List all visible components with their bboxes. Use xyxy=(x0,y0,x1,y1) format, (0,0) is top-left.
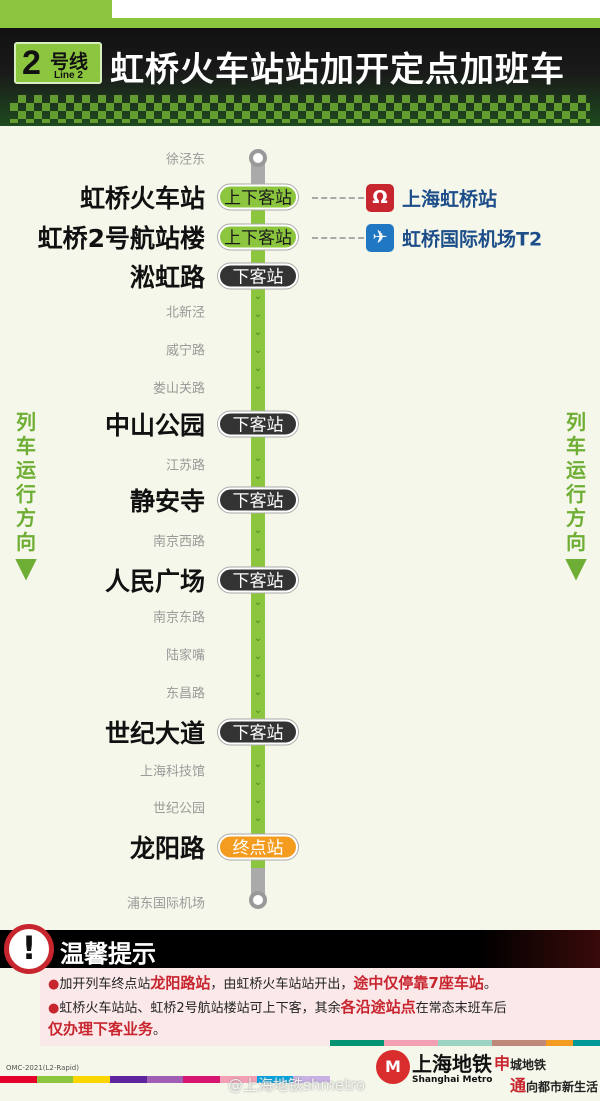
railway-icon: Ω xyxy=(366,184,394,212)
station-name: 上海科技馆 xyxy=(139,764,205,780)
chevron-down-icon: ⌄ xyxy=(253,795,263,806)
station-badge: 下客站 xyxy=(218,411,298,437)
station-badge: 上下客站 xyxy=(218,184,298,210)
direction-indicator-right: 列车运行方向 ▼ xyxy=(564,410,588,582)
chevron-down-icon: ⌄ xyxy=(253,633,263,644)
station-badge: 上下客站 xyxy=(218,224,298,250)
station-name: 徐泾东 xyxy=(165,152,205,168)
direction-char: 列 xyxy=(566,410,586,434)
shanghai-metro-logo-icon: M xyxy=(376,1050,410,1084)
chevron-down-icon: ⌄ xyxy=(253,345,263,356)
terminal-circle-bottom xyxy=(249,891,267,909)
slogan-line-2: 通向都市新生活 xyxy=(510,1076,599,1095)
chevron-down-icon: ⌄ xyxy=(253,669,263,680)
station-badge: 下客站 xyxy=(218,487,298,513)
terminal-circle-top xyxy=(249,149,267,167)
transfer-connector xyxy=(312,197,364,199)
transfer-label: 上海虹桥站 xyxy=(402,188,498,211)
chevron-down-icon: ⌄ xyxy=(253,327,263,338)
airplane-icon: ✈ xyxy=(366,224,394,252)
direction-char: 车 xyxy=(16,434,36,458)
direction-char: 方 xyxy=(566,506,586,530)
station-name: 北新泾 xyxy=(165,305,205,321)
station-name: 娄山关路 xyxy=(152,381,205,397)
top-tab-decoration xyxy=(0,0,112,22)
station-name: 淞虹路 xyxy=(129,263,205,292)
line-label-cn: 号线 xyxy=(50,51,89,73)
arrow-down-icon: ▼ xyxy=(15,551,37,584)
transfer-label: 虹桥国际机场T2 xyxy=(402,228,543,251)
slogan-line-1: 申城地铁 xyxy=(494,1054,547,1073)
station-badge: 终点站 xyxy=(218,834,298,860)
station-name: 江苏路 xyxy=(165,458,205,474)
station-name: 龙阳路 xyxy=(129,834,205,863)
station-name: 人民广场 xyxy=(104,567,205,596)
line-badge: 2 号线 Line 2 xyxy=(14,42,102,84)
chevron-down-icon: ⌄ xyxy=(253,597,263,608)
chevron-down-icon: ⌄ xyxy=(253,381,263,392)
arrow-down-icon: ▼ xyxy=(565,551,587,584)
chevron-down-icon: ⌄ xyxy=(253,525,263,536)
station-name: 静安寺 xyxy=(129,487,205,516)
station-name: 陆家嘴 xyxy=(165,648,205,664)
station-name: 东昌路 xyxy=(165,686,205,702)
transfer-connector xyxy=(312,237,364,239)
direction-char: 运 xyxy=(566,458,586,482)
chevron-down-icon: ⌄ xyxy=(253,705,263,716)
direction-char: 方 xyxy=(16,506,36,530)
station-name: 南京东路 xyxy=(152,610,205,626)
chevron-down-icon: ⌄ xyxy=(253,777,263,788)
rail-active xyxy=(251,197,265,870)
station-name: 虹桥火车站 xyxy=(79,184,205,213)
direction-char: 行 xyxy=(16,482,36,506)
station-name: 虹桥2号航站楼 xyxy=(37,224,205,253)
station-name: 浦东国际机场 xyxy=(126,896,205,912)
line-number: 2 xyxy=(22,44,41,82)
line-color-stripe xyxy=(0,1076,331,1083)
station-badge: 下客站 xyxy=(218,719,298,745)
watermark: @上海地铁shmetro xyxy=(228,1076,366,1094)
station-name: 南京西路 xyxy=(152,534,205,550)
direction-char: 车 xyxy=(566,434,586,458)
document-code: OMC-2021(L2-Rapid) xyxy=(6,1064,79,1072)
chevron-down-icon: ⌄ xyxy=(253,651,263,662)
direction-char: 运 xyxy=(16,458,36,482)
line-color-stripe-upper xyxy=(330,1040,600,1046)
chevron-down-icon: ⌄ xyxy=(253,471,263,482)
chevron-down-icon: ⌄ xyxy=(253,687,263,698)
chevron-down-icon: ⌄ xyxy=(253,543,263,554)
station-name: 中山公园 xyxy=(104,411,205,440)
station-badge: 下客站 xyxy=(218,263,298,289)
tips-header-bar xyxy=(0,930,600,968)
chevron-down-icon: ⌄ xyxy=(253,615,263,626)
direction-indicator-left: 列车运行方向 ▼ xyxy=(14,410,38,582)
tip-item: ●虹桥火车站站、虹桥2号航站楼站可上下客，其余各沿途站点在常态末班车后仅办理下客… xyxy=(48,998,507,1038)
station-name: 世纪公园 xyxy=(152,801,205,817)
tip-item: ●加开列车终点站龙阳路站，由虹桥火车站站开出，途中仅停靠7座车站。 xyxy=(48,974,497,992)
tips-box xyxy=(40,968,600,1046)
page-title: 虹桥火车站站加开定点加班车 xyxy=(110,50,565,90)
green-stripe xyxy=(0,18,600,28)
station-name: 威宁路 xyxy=(165,343,205,359)
station-badge: 下客站 xyxy=(218,567,298,593)
direction-char: 行 xyxy=(566,482,586,506)
direction-char: 向 xyxy=(16,530,36,554)
chevron-down-icon: ⌄ xyxy=(253,291,263,302)
checker-pattern xyxy=(10,95,590,123)
direction-char: 列 xyxy=(16,410,36,434)
logo-text-en: Shanghai Metro xyxy=(412,1075,493,1085)
chevron-down-icon: ⌄ xyxy=(253,813,263,824)
chevron-down-icon: ⌄ xyxy=(253,309,263,320)
chevron-down-icon: ⌄ xyxy=(253,453,263,464)
chevron-down-icon: ⌄ xyxy=(253,363,263,374)
station-name: 世纪大道 xyxy=(104,719,205,748)
logo-text-cn: 上海地铁 xyxy=(412,1052,492,1076)
exclamation-icon: ! xyxy=(4,924,54,974)
direction-char: 向 xyxy=(566,530,586,554)
chevron-down-icon: ⌄ xyxy=(253,759,263,770)
tips-title: 温馨提示 xyxy=(60,940,156,968)
line-label-en: Line 2 xyxy=(54,70,83,81)
